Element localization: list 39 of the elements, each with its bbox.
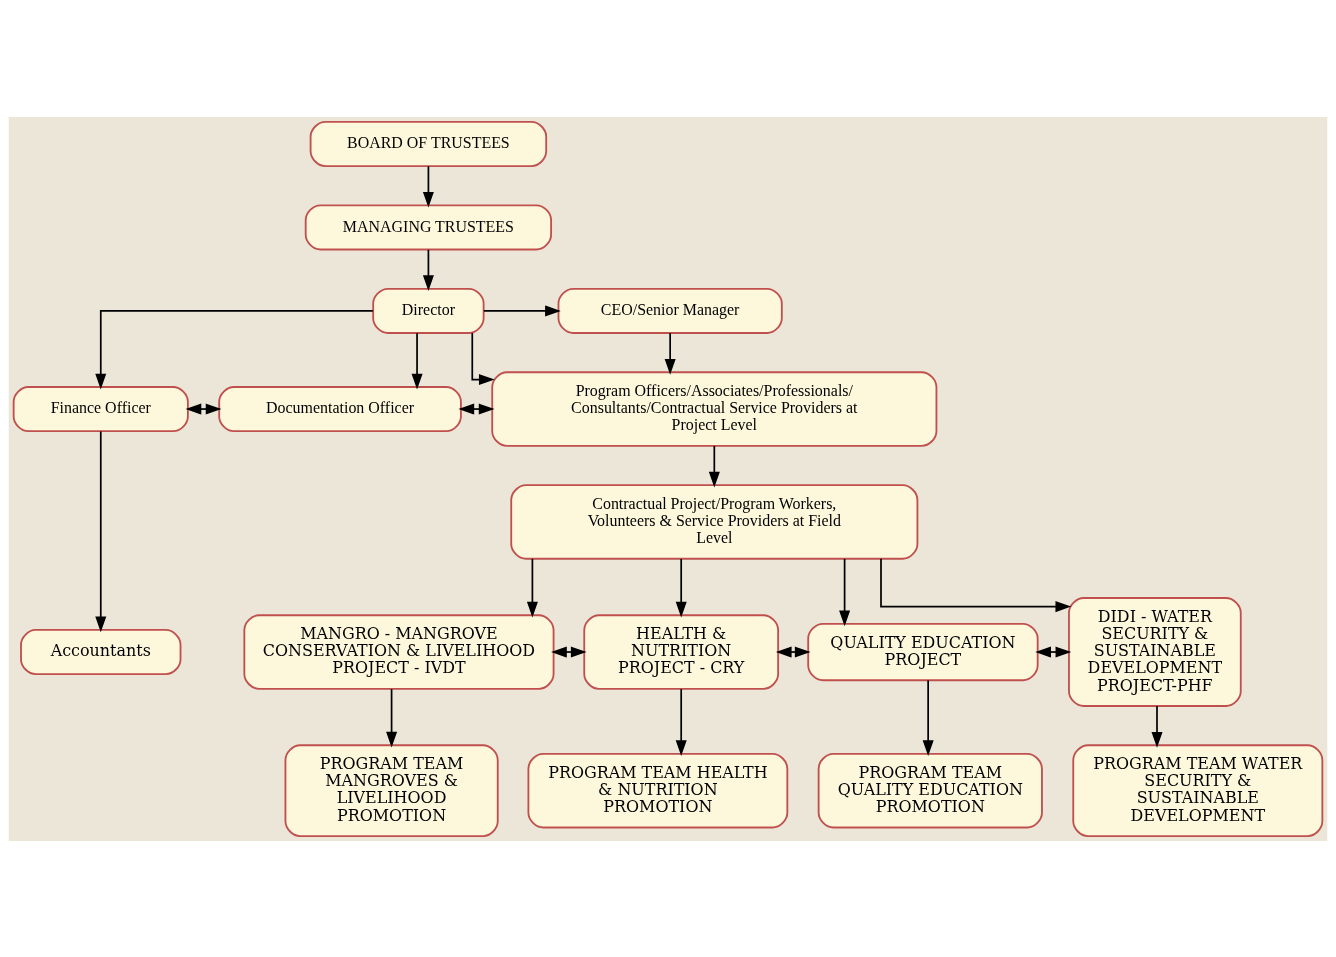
arrow xyxy=(551,646,587,658)
arrow xyxy=(664,331,676,375)
node-box: BOARD OF TRUSTEES xyxy=(309,120,548,167)
node-box: PROGRAM TEAM WATER SECURITY & SUSTAINABLE DEVELOPMENT xyxy=(1072,743,1324,837)
node-box: PROGRAM TEAM HEALTH & NUTRITION PROMOTION xyxy=(527,752,789,828)
arrow xyxy=(1035,646,1072,658)
arrow xyxy=(422,248,434,291)
node-box: Program Officers/Associates/Professionals/ Consultants/Contractual Service Providers at Project Level xyxy=(491,370,938,447)
node-box: PROGRAM TEAM QUALITY EDUCATION PROMOTION xyxy=(817,752,1043,828)
node-box: MANGRO - MANGROVE CONSERVATION & LIVELIHOOD PROJECT - IVDT xyxy=(243,613,555,690)
arrow xyxy=(839,557,851,626)
arrow xyxy=(95,309,374,389)
node-box: Director xyxy=(372,287,485,334)
node-box: Finance Officer xyxy=(12,385,189,432)
arrow xyxy=(483,304,561,316)
node-box: PROGRAM TEAM MANGROVES & LIVELIHOOD PROMOTION xyxy=(284,743,499,837)
node-box: Accountants xyxy=(20,628,182,675)
arrow xyxy=(422,165,434,208)
arrow xyxy=(675,687,687,756)
arrow xyxy=(95,430,107,632)
arrow xyxy=(185,403,222,415)
node-box: MANAGING TRUSTEES xyxy=(304,203,553,250)
arrow xyxy=(708,444,720,487)
node-box: Documentation Officer xyxy=(218,385,462,432)
arrow xyxy=(922,679,934,756)
arrow xyxy=(471,331,495,385)
node-box: DIDI - WATER SECURITY & SUSTAINABLE DEVELOPMENT PROJECT-PHF xyxy=(1068,596,1242,707)
arrow xyxy=(880,557,1072,612)
arrow xyxy=(458,403,495,415)
arrow xyxy=(675,557,687,618)
arrow xyxy=(386,687,398,748)
arrow xyxy=(1151,704,1163,748)
arrow xyxy=(411,331,423,389)
node-box: Contractual Project/Program Workers, Volunteers & Service Providers at Field Level xyxy=(510,483,919,560)
arrow xyxy=(526,557,538,618)
node-box: HEALTH & NUTRITION PROJECT - CRY xyxy=(583,613,780,690)
node-box: QUALITY EDUCATION PROJECT xyxy=(807,622,1039,681)
node-box: CEO/Senior Manager xyxy=(557,287,783,334)
arrow xyxy=(775,646,811,658)
